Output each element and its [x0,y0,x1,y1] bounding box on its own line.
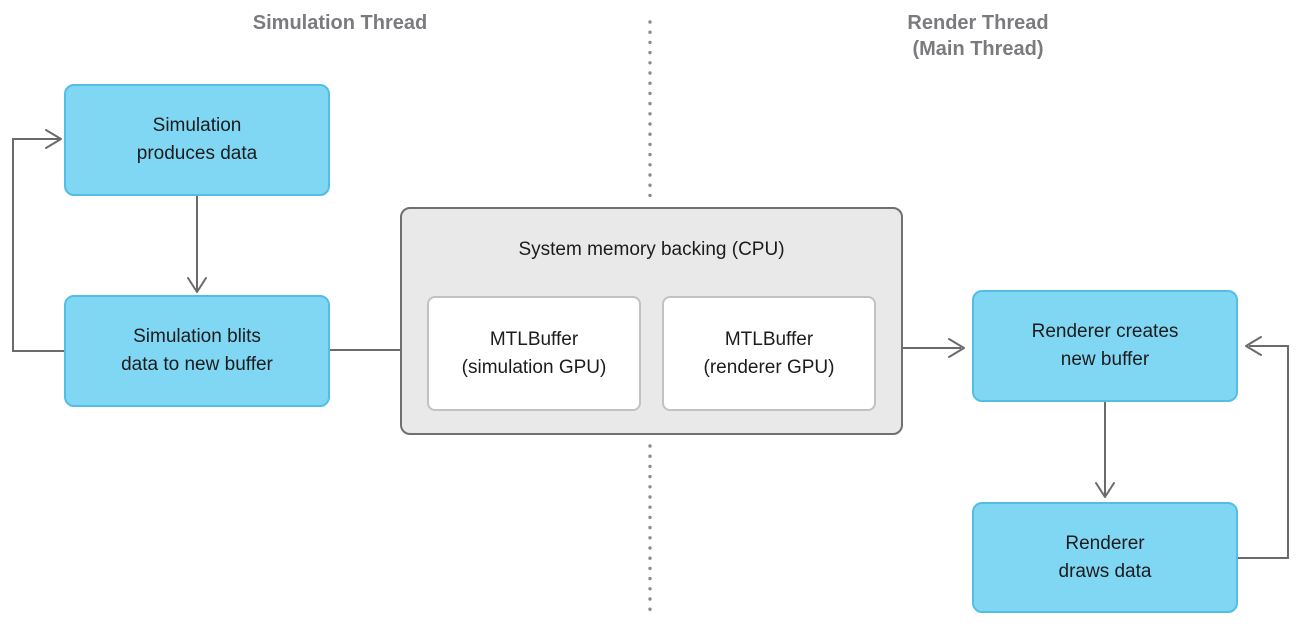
arrow-creates-to-draws [1095,402,1115,498]
arrow-produces-to-blits [187,196,207,293]
node-text-line: data to new buffer [121,354,273,375]
node-text-line: produces data [136,143,258,164]
node-mtlbuffer-renderer-gpu: MTLBuffer (renderer GPU) [662,296,876,411]
lane-title-render-line2: (Main Thread) [912,38,1044,60]
lane-title-render-thread: Render Thread (Main Thread) [828,10,1128,62]
node-text-line: (renderer GPU) [703,356,835,378]
lane-title-simulation-text: Simulation Thread [252,12,428,34]
node-text-line: draws data [1058,560,1152,582]
node-text-line: Simulation [152,115,242,136]
arrow-feedback-draws-to-creates [1238,336,1289,559]
node-mtlbuffer-simulation-gpu: MTLBuffer (simulation GPU) [427,296,641,411]
arrow-feedback-blits-to-produces [12,129,64,352]
system-memory-title: System memory backing (CPU) [518,239,785,260]
node-system-memory-backing: System memory backing (CPU) MTLBuffer (s… [400,207,903,435]
node-simulation-blits-data: Simulation blits data to new buffer [64,295,330,407]
node-text-line: MTLBuffer [489,328,579,350]
node-simulation-produces-data: Simulation produces data [64,84,330,196]
node-text-line: Renderer creates [1031,321,1179,342]
node-renderer-creates-buffer: Renderer creates new buffer [972,290,1238,402]
lane-title-render-line1: Render Thread [907,12,1049,34]
lane-title-simulation-thread: Simulation Thread [190,10,490,36]
node-text-line: Simulation blits [133,326,261,347]
node-text-line: Renderer [1065,532,1145,554]
node-renderer-draws-data: Renderer draws data [972,502,1238,613]
node-text-line: new buffer [1060,349,1150,370]
node-text-line: (simulation GPU) [461,356,607,378]
node-text-line: MTLBuffer [724,328,814,350]
